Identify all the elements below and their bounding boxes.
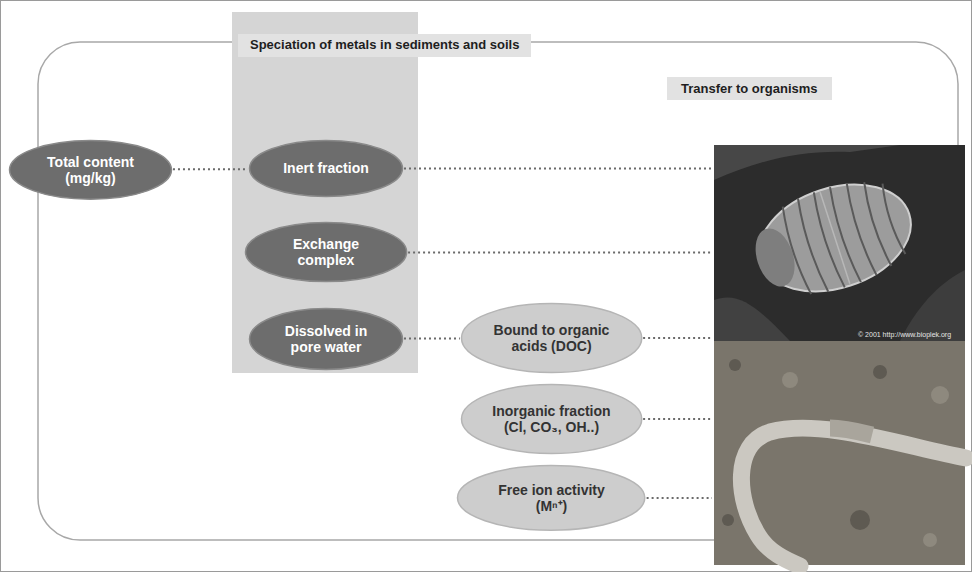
species-ellipse: Free ion activity (Mⁿ⁺) [456, 464, 646, 532]
ellipse-shape [10, 141, 172, 200]
isopod-photo [714, 145, 965, 341]
earthworm-photo [714, 341, 966, 566]
ellipse-shape [245, 223, 406, 282]
soil-crumb [722, 514, 734, 526]
species-ellipse: Bound to organic acids (DOC) [460, 302, 643, 374]
isopod-head [749, 223, 802, 291]
ellipse-shape [250, 141, 403, 197]
isopod-segment [779, 207, 811, 296]
section-heading: Transfer to organisms [667, 77, 832, 100]
band-heading: Speciation of metals in sediments and so… [238, 34, 531, 57]
isopod-segment [794, 199, 828, 293]
dotted-connector [173, 168, 248, 170]
leader-line [408, 251, 712, 253]
photo-ground [714, 145, 965, 341]
soil-crumb [850, 510, 870, 530]
isopod-body [745, 166, 924, 309]
leader-line [643, 337, 712, 339]
isopod-segment [843, 184, 876, 277]
fraction-ellipse: Dissolved in pore water [248, 307, 404, 371]
node-label: Bound to organic acids (DOC) [487, 322, 615, 354]
soil-crumb [931, 386, 949, 404]
isopod-segment [810, 192, 845, 288]
ellipse-shape [461, 385, 641, 454]
node-label: Dissolved in pore water [276, 323, 376, 355]
soil-ground [714, 341, 965, 565]
soil-crumb [782, 372, 798, 388]
speciation-band [232, 12, 418, 373]
total-ellipse: Total content (mg/kg) [8, 139, 173, 201]
leaf-litter [714, 297, 790, 341]
fraction-ellipse: Exchange complex [244, 221, 408, 283]
soil-crumb [923, 533, 937, 547]
leader-line [404, 168, 712, 170]
fraction-ellipse: Inert fraction [248, 139, 404, 198]
speciation-band: Speciation of metals in sediments and so… [232, 12, 418, 373]
leaf-litter [714, 145, 900, 180]
ellipse-shape [250, 309, 403, 370]
photo-watermark: © 2001 http://www.bioplek.org [858, 331, 951, 338]
node-label: Inorganic fraction (Cl, CO₃, OH..) [487, 403, 615, 435]
ellipse-shape [461, 304, 641, 373]
earthworm-clitellum [830, 428, 872, 435]
node-label: Exchange complex [276, 236, 376, 268]
leader-line [647, 497, 712, 499]
isopod-segment [860, 182, 891, 267]
earthworm-body [741, 428, 966, 566]
node-label: Inert fraction [283, 160, 369, 176]
isopod-segment [826, 187, 861, 283]
leader-line [643, 418, 712, 420]
species-ellipse: Inorganic fraction (Cl, CO₃, OH..) [460, 383, 643, 455]
soil-crumb [873, 365, 887, 379]
node-label: Total content (mg/kg) [40, 154, 140, 186]
ellipse-shape [458, 466, 645, 531]
leaf-litter [900, 270, 965, 341]
node-label: Free ion activity (Mⁿ⁺) [487, 482, 615, 514]
dotted-connector [404, 337, 460, 339]
isopod-segment [879, 184, 906, 256]
soil-crumb [729, 359, 741, 371]
isopod-ridge [820, 192, 850, 283]
